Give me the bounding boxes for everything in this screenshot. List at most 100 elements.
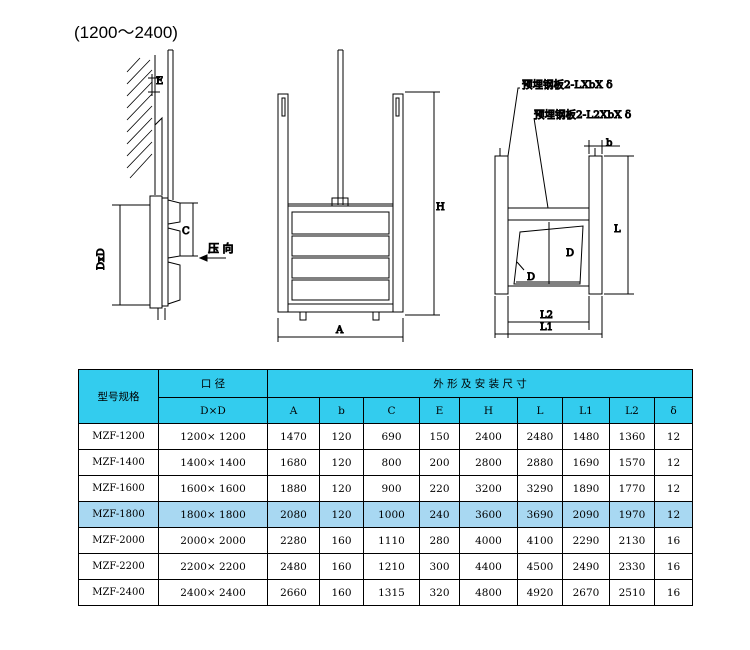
column-header: b (319, 397, 364, 424)
column-header: L1 (562, 397, 610, 424)
value-cell: 150 (419, 423, 460, 450)
value-cell: 1570 (609, 449, 655, 476)
bore-cell: 2400× 2400 (158, 579, 268, 606)
value-cell: 120 (319, 475, 364, 502)
value-cell: 320 (419, 579, 460, 606)
value-cell: 690 (363, 423, 420, 450)
column-header: L (517, 397, 563, 424)
value-cell: 1480 (562, 423, 610, 450)
value-cell: 2660 (267, 579, 320, 606)
value-cell: 2670 (562, 579, 610, 606)
value-cell: 280 (419, 527, 460, 554)
value-cell: 2280 (267, 527, 320, 554)
value-cell: 160 (319, 579, 364, 606)
dim-label-l1: L1 (540, 322, 553, 333)
value-cell: 4500 (517, 553, 563, 580)
model-cell: MZF-1400 (78, 449, 159, 476)
pressure-direction-label: 压 向 (208, 241, 234, 255)
value-cell: 12 (654, 423, 693, 450)
dim-label-l2: L2 (540, 310, 553, 321)
model-cell: MZF-1200 (78, 423, 159, 450)
bore-cell: 1600× 1600 (158, 475, 268, 502)
value-cell: 1690 (562, 449, 610, 476)
dim-label-dxd: DxD (96, 248, 107, 270)
dim-label-d-vertical: D (566, 248, 574, 259)
value-cell: 120 (319, 449, 364, 476)
value-cell: 120 (319, 501, 364, 528)
model-cell: MZF-2200 (78, 553, 159, 580)
model-cell: MZF-1600 (78, 475, 159, 502)
value-cell: 4920 (517, 579, 563, 606)
model-cell: MZF-1800 (78, 501, 159, 528)
value-cell: 2880 (517, 449, 563, 476)
value-cell: 1210 (363, 553, 420, 580)
value-cell: 300 (419, 553, 460, 580)
value-cell: 1110 (363, 527, 420, 554)
value-cell: 1770 (609, 475, 655, 502)
value-cell: 1360 (609, 423, 655, 450)
embedded-plate-label-2: 预埋钢板2-L2XbX δ (534, 108, 631, 121)
value-cell: 3200 (459, 475, 518, 502)
bore-cell: 1800× 1800 (158, 501, 268, 528)
bore-cell: 2200× 2200 (158, 553, 268, 580)
value-cell: 1000 (363, 501, 420, 528)
bore-cell: 1200× 1200 (158, 423, 268, 450)
bore-cell: 2000× 2000 (158, 527, 268, 554)
model-cell: MZF-2000 (78, 527, 159, 554)
value-cell: 120 (319, 423, 364, 450)
page-title: (1200～2400) (74, 23, 178, 42)
value-cell: 2480 (267, 553, 320, 580)
dimensions-header: 外 形 及 安 装 尺 寸 (267, 369, 693, 398)
value-cell: 1315 (363, 579, 420, 606)
value-cell: 16 (654, 579, 693, 606)
value-cell: 200 (419, 449, 460, 476)
value-cell: 3600 (459, 501, 518, 528)
value-cell: 16 (654, 527, 693, 554)
value-cell: 900 (363, 475, 420, 502)
dim-label-l: L (614, 224, 621, 235)
model-header: 型号规格 (78, 369, 159, 424)
dim-label-h: H (436, 202, 445, 213)
value-cell: 4800 (459, 579, 518, 606)
gate-drawing: E DxD C 压 向 H A (96, 49, 634, 342)
value-cell: 12 (654, 501, 693, 528)
column-header: L2 (609, 397, 655, 424)
front-view (277, 49, 440, 342)
value-cell: 3290 (517, 475, 563, 502)
bore-header: 口 径 (158, 369, 268, 398)
value-cell: 220 (419, 475, 460, 502)
column-header: δ (654, 397, 693, 424)
value-cell: 1880 (267, 475, 320, 502)
value-cell: 240 (419, 501, 460, 528)
bore-subheader: D×D (158, 397, 268, 424)
value-cell: 2400 (459, 423, 518, 450)
value-cell: 800 (363, 449, 420, 476)
value-cell: 2090 (562, 501, 610, 528)
dim-label-c: C (182, 226, 190, 237)
model-cell: MZF-2400 (78, 579, 159, 606)
value-cell: 2330 (609, 553, 655, 580)
value-cell: 12 (654, 475, 693, 502)
value-cell: 4100 (517, 527, 563, 554)
side-view (112, 49, 226, 320)
dim-label-e: E (156, 76, 163, 87)
value-cell: 16 (654, 553, 693, 580)
table-header-row: 型号规格 口 径 外 形 及 安 装 尺 寸 (78, 369, 693, 424)
value-cell: 1890 (562, 475, 610, 502)
column-header: H (459, 397, 518, 424)
value-cell: 4000 (459, 527, 518, 554)
value-cell: 12 (654, 449, 693, 476)
value-cell: 160 (319, 553, 364, 580)
value-cell: 1470 (267, 423, 320, 450)
column-header: C (363, 397, 420, 424)
dim-label-b: b (606, 138, 612, 149)
